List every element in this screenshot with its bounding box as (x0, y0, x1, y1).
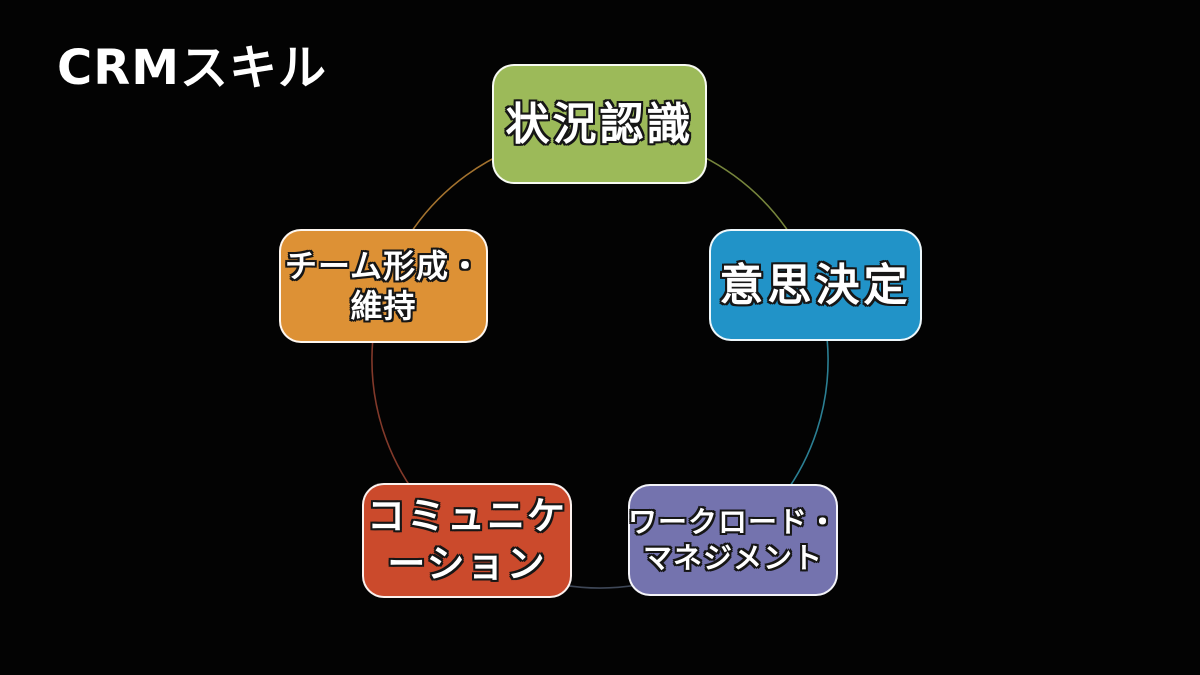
node-label: マネジメント (642, 541, 823, 575)
slide-title: CRMスキル (57, 40, 327, 96)
node-label: 状況認識 (505, 98, 694, 150)
node-label: チーム形成・ (284, 247, 483, 285)
node-communication: コミュニケ ーション (362, 483, 572, 598)
node-label: ワークロード・ (628, 504, 839, 539)
node-situational-awareness: 状況認識 (492, 64, 707, 184)
node-decision-making: 意思決定 (709, 229, 922, 341)
node-label: 維持 (350, 287, 417, 325)
node-label: 意思決定 (719, 259, 912, 311)
node-label: ーション (387, 541, 547, 586)
node-team-building: チーム形成・ 維持 (279, 229, 488, 343)
node-workload-management: ワークロード・ マネジメント (628, 484, 838, 596)
node-label: コミュニケ (366, 494, 567, 538)
